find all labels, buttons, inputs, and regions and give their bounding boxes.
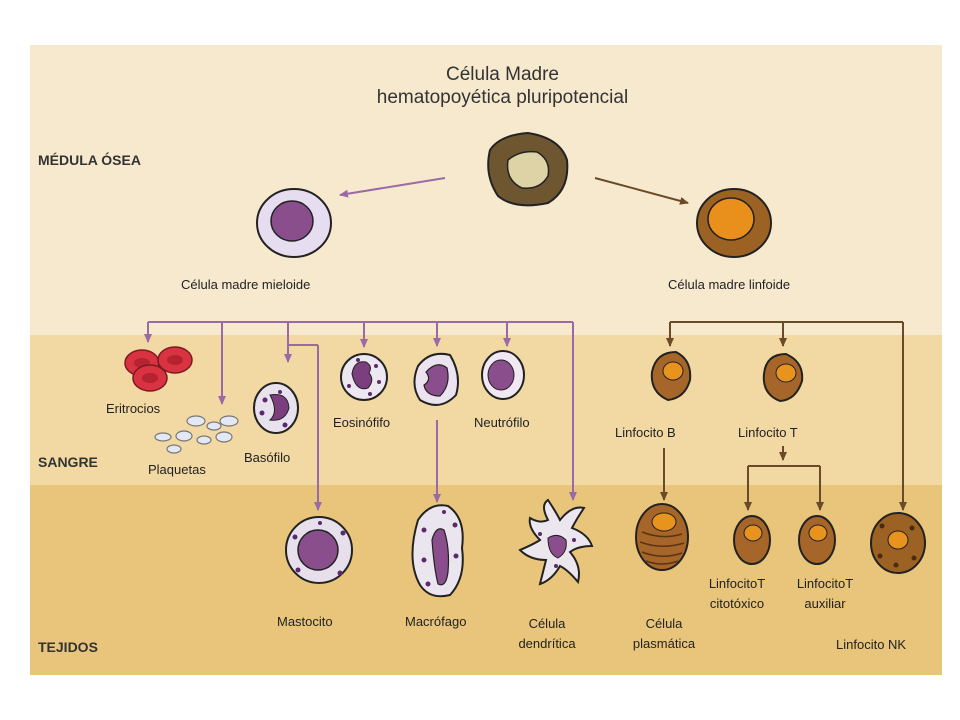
stem-cell-icon [487, 131, 569, 207]
label-linfocito-b: Linfocito B [615, 425, 676, 440]
label-mastocito: Mastocito [277, 614, 333, 629]
label-celula-dendritica: Célula dendrítica [502, 614, 592, 654]
neutrophil-icon [481, 350, 525, 400]
dendritic-cell-icon [518, 498, 594, 586]
label-eosinofifo: Eosinófifo [333, 415, 391, 430]
label-neutrofilo: Neutrófilo [474, 415, 530, 430]
lymphocyte-b-icon [650, 350, 692, 402]
basophil-icon [253, 382, 299, 434]
label-basofilo: Basófilo [244, 450, 291, 465]
title-line-2: hematopoyética pluripotencial [376, 87, 629, 108]
cytotoxic-t-icon [733, 515, 771, 565]
label-celula-plasmatica-line-2: plasmática [632, 636, 696, 651]
arrow-to-lymphoid [594, 177, 689, 205]
eosinophil-icon [340, 353, 388, 401]
helper-t-icon [798, 515, 836, 565]
myeloid-stem-cell-icon [256, 188, 332, 258]
label-eritrocios: Eritrocios [106, 401, 161, 416]
erythrocyte-icon [124, 346, 193, 392]
zone-label-sangre: SANGRE [38, 454, 98, 470]
nk-cell-icon [870, 512, 926, 574]
title-line-1: Célula Madre [446, 64, 559, 85]
label-macrofago: Macrófago [405, 614, 467, 629]
diagram-title: Célula Madre hematopoyética pluripotenci… [330, 63, 675, 109]
label-linfocito-t: Linfocito T [738, 425, 798, 440]
label-t-auxiliar-line-1: LinfocitoT [796, 576, 854, 591]
label-linfoide: Célula madre linfoide [668, 277, 791, 292]
myeloid-branches [144, 321, 577, 511]
arrow-to-myeloid [339, 177, 446, 198]
label-t-auxiliar-line-2: auxiliar [804, 596, 846, 611]
label-celula-plasmatica-line-1: Célula [645, 616, 683, 631]
label-t-citotoxico-line-2: citotóxico [709, 596, 765, 611]
lymphoid-branches [660, 321, 907, 511]
lymphocyte-t-icon [762, 352, 804, 403]
plasma-cell-icon [635, 503, 689, 571]
label-t-auxiliar: LinfocitoT auxiliar [782, 574, 868, 614]
label-celula-dendritica-line-2: dendrítica [518, 636, 576, 651]
zone-label-medula: MÉDULA ÓSEA [38, 152, 141, 168]
monocyte-icon [413, 352, 459, 406]
label-mieloide: Célula madre mieloide [181, 277, 311, 292]
label-celula-plasmatica: Célula plasmática [612, 614, 716, 654]
platelet-icon [154, 415, 239, 454]
label-linfocito-nk: Linfocito NK [836, 637, 907, 652]
label-plaquetas: Plaquetas [148, 462, 206, 477]
band-tejidos [30, 485, 942, 675]
label-t-citotoxico-line-1: LinfocitoT [708, 576, 766, 591]
label-celula-dendritica-line-1: Célula [528, 616, 566, 631]
lymphoid-stem-cell-icon [696, 188, 772, 258]
label-t-citotoxico: LinfocitoT citotóxico [694, 574, 780, 614]
mastocyte-icon [285, 516, 353, 584]
band-medula-osea [30, 45, 942, 335]
zone-label-tejidos: TEJIDOS [38, 639, 98, 655]
macrophage-icon [411, 504, 464, 598]
